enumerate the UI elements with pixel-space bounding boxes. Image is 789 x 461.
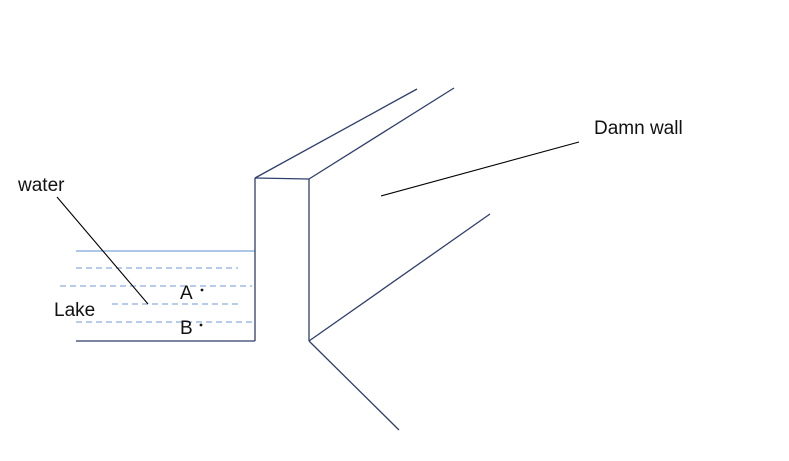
water-label: water bbox=[17, 175, 65, 196]
point-a-dot bbox=[200, 288, 204, 292]
dam-wall-pointer-line bbox=[380, 141, 580, 197]
water-pointer-line bbox=[56, 196, 149, 305]
dam-back-top-right bbox=[308, 87, 455, 180]
point-b-label: B bbox=[180, 318, 193, 339]
dam-back-bottom bbox=[308, 213, 491, 342]
dam-top-edge bbox=[254, 177, 310, 180]
dam-wall-label: Damn wall bbox=[594, 118, 683, 139]
lake-label: Lake bbox=[54, 300, 95, 321]
ground-slope-line bbox=[308, 340, 400, 431]
point-b-dot bbox=[199, 323, 203, 327]
point-a-label: A bbox=[180, 283, 193, 304]
dam-back-top-left bbox=[254, 88, 418, 179]
